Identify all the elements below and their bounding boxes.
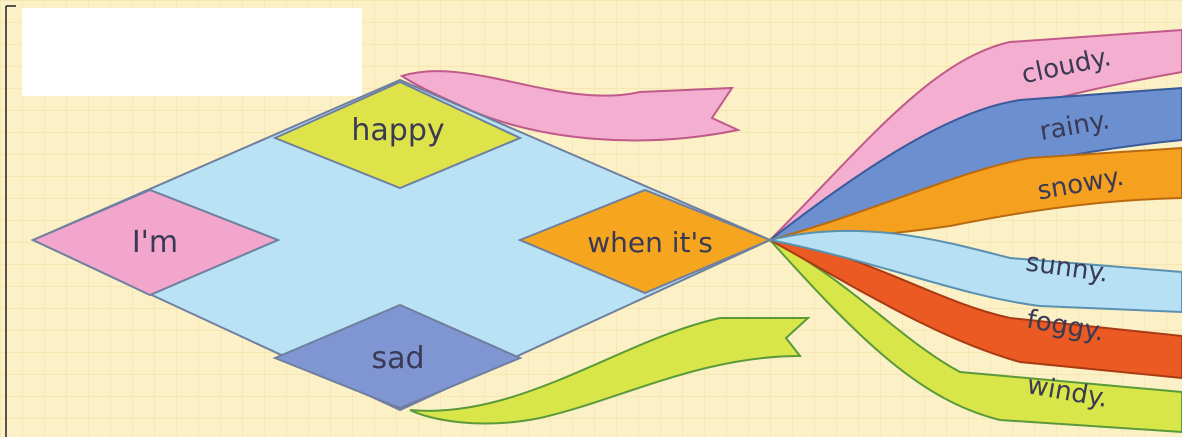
- happy-tile: [272, 80, 523, 190]
- sad-tile: [272, 303, 523, 410]
- weather-ribbons: [769, 28, 1182, 434]
- word-when-its: when it's: [587, 226, 713, 259]
- word-sad: sad: [371, 341, 424, 376]
- green-tail-ribbon: [409, 317, 811, 425]
- word-happy: happy: [351, 113, 444, 148]
- ribbon-windy: [769, 239, 1182, 434]
- when-its-tile: [517, 188, 773, 295]
- im-tile: [30, 188, 281, 297]
- ribbon-sunny: [769, 229, 1182, 314]
- word-im: I'm: [132, 225, 178, 260]
- blank-corner-area: [22, 8, 362, 96]
